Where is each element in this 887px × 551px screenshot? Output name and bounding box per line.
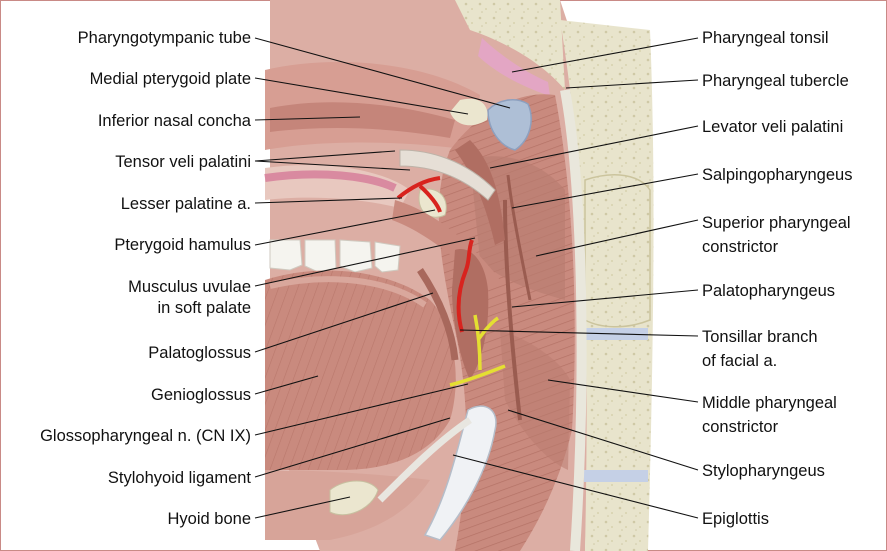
- leader-genioglossus: [254, 375, 319, 395]
- label-salpingopharyngeus: Salpingopharyngeus: [702, 166, 853, 184]
- label-genioglossus: Genioglossus: [151, 386, 251, 404]
- tensor-veli-palatini-muscle: [399, 149, 496, 201]
- upper-teeth: [269, 239, 401, 273]
- label-stylopharyngeus: Stylopharyngeus: [702, 462, 825, 480]
- label-palatoglossus: Palatoglossus: [148, 344, 251, 362]
- label-levator-veli-palatini: Levator veli palatini: [702, 118, 844, 136]
- tongue-dorsum: [269, 276, 427, 308]
- leader-palatopharyngeus: [511, 289, 699, 308]
- leader-palatoglossus: [254, 292, 434, 353]
- leader-tensor-2: [254, 160, 411, 171]
- leader-stylopharyngeus: [507, 409, 699, 471]
- leader-inferior-concha: [254, 116, 361, 121]
- medial-pterygoid-plate: [450, 98, 488, 126]
- leader-tensor-1: [254, 150, 396, 162]
- label-tonsillar-branch-2: of facial a.: [702, 352, 778, 370]
- leader-lines: [254, 37, 699, 519]
- label-stylohyoid-ligament: Stylohyoid ligament: [107, 469, 251, 487]
- pharyngeal-tonsil-shape: [478, 38, 550, 96]
- label-pterygoid-hamulus: Pterygoid hamulus: [114, 236, 251, 254]
- glossopharyngeal-nerve: [449, 314, 506, 387]
- tongue: [265, 270, 456, 470]
- leader-pharyngeal-tonsil: [511, 37, 699, 73]
- label-musculus-uvulae-2: in soft palate: [157, 299, 251, 317]
- lesser-palatine-artery: [396, 176, 442, 213]
- leader-superior-constrictor: [535, 219, 699, 257]
- leader-levator: [489, 125, 699, 169]
- vertebral-column: [560, 20, 654, 551]
- skull-base: [455, 0, 565, 90]
- palate-mucosa: [264, 170, 397, 192]
- leader-medial-pterygoid: [254, 77, 469, 115]
- pharyngotympanic-cartilage: [487, 98, 532, 151]
- middle-constrictor: [500, 330, 570, 470]
- leader-glossopharyngeal: [254, 383, 469, 436]
- label-middle-pharyngeal-constrictor: Middle pharyngeal: [702, 394, 837, 412]
- leader-pterygoid-hamulus: [254, 209, 436, 246]
- label-inferior-nasal-concha: Inferior nasal concha: [97, 112, 251, 130]
- label-musculus-uvulae: Musculus uvulae: [128, 278, 251, 296]
- leader-tonsillar-branch: [459, 329, 699, 337]
- salpingopharyngeus-band: [506, 174, 532, 301]
- palatoglossus-muscle: [417, 268, 459, 361]
- leader-pharyngotympanic: [254, 37, 511, 109]
- inferior-nasal-concha: [270, 102, 455, 138]
- leader-epiglottis: [452, 454, 699, 519]
- leader-hyoid: [254, 496, 351, 519]
- hyoid-bone-shape: [329, 480, 379, 516]
- label-tensor-veli-palatini: Tensor veli palatini: [115, 153, 251, 171]
- label-epiglottis: Epiglottis: [702, 510, 769, 528]
- label-pharyngeal-tubercle: Pharyngeal tubercle: [702, 72, 849, 90]
- intervertebral-disc-2: [584, 470, 648, 482]
- tonsillar-branch-artery: [456, 239, 474, 333]
- label-tonsillar-branch: Tonsillar branch: [702, 328, 818, 346]
- leader-stylohyoid: [254, 417, 451, 478]
- palatopharyngeus-band: [503, 199, 522, 421]
- leader-lesser-palatine: [254, 197, 403, 204]
- label-medial-pterygoid-plate: Medial pterygoid plate: [89, 70, 251, 88]
- leader-musculus-uvulae: [254, 237, 476, 287]
- label-superior-pharyngeal-constrictor-2: constrictor: [702, 238, 779, 256]
- label-lesser-palatine-a: Lesser palatine a.: [120, 195, 251, 213]
- label-superior-pharyngeal-constrictor: Superior pharyngeal: [702, 214, 851, 232]
- leader-salpingo: [511, 173, 699, 209]
- leader-middle-constrictor: [547, 379, 699, 403]
- label-palatopharyngeus: Palatopharyngeus: [702, 282, 836, 300]
- label-pharyngeal-tonsil: Pharyngeal tonsil: [702, 29, 829, 47]
- label-hyoid-bone: Hyoid bone: [167, 510, 251, 528]
- stylohyoid-ligament-shape: [377, 417, 472, 503]
- vertebral-body-edge: [584, 174, 651, 328]
- label-pharyngotympanic-tube: Pharyngotympanic tube: [77, 29, 251, 47]
- label-glossopharyngeal-n: Glossopharyngeal n. (CN IX): [40, 427, 251, 445]
- epiglottis-shape: [423, 405, 497, 541]
- label-middle-pharyngeal-constrictor-2: constrictor: [702, 418, 779, 436]
- leader-pharyngeal-tubercle: [565, 79, 699, 89]
